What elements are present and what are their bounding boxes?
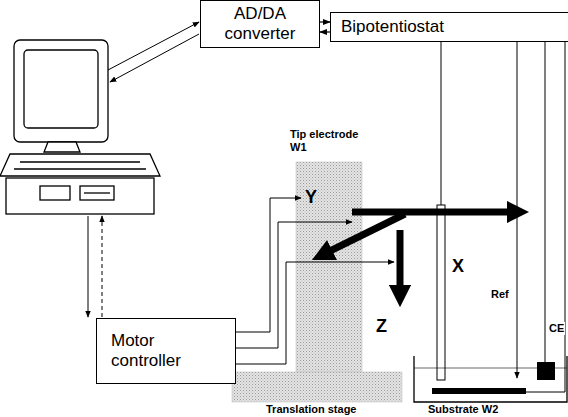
electrode-label: Ref	[490, 288, 510, 301]
electrode-lead	[441, 42, 565, 392]
axis-label: X	[452, 256, 464, 278]
controller-box: Motor controller	[96, 318, 236, 384]
box-label: Motor controller	[111, 331, 221, 372]
part-label: Tip electrode W1	[290, 128, 368, 154]
axis-arrow	[322, 212, 518, 296]
axis-label: Y	[305, 187, 317, 209]
tip-electrode	[437, 205, 445, 380]
stage-column	[296, 162, 362, 372]
counter-electrode	[537, 362, 555, 380]
data-wire	[88, 22, 199, 317]
potentiostat-box: Bipotentiostat	[330, 12, 568, 42]
computer-icon	[0, 40, 160, 214]
axis-label: Z	[376, 316, 387, 338]
part-label: Substrate W2	[428, 403, 498, 416]
box-label: AD/DA converter	[207, 4, 313, 45]
electrochemical-cell	[414, 356, 567, 402]
box-label: Bipotentiostat	[341, 17, 559, 37]
part-label: Translation stage	[266, 403, 356, 416]
signal-arrow	[320, 21, 330, 22]
converter-box: AD/DA converter	[200, 0, 320, 48]
substrate-electrode	[432, 388, 526, 394]
motor-wire	[236, 198, 394, 364]
stage-base	[232, 372, 402, 402]
signal-arrow	[320, 31, 330, 32]
electrode-label: CE	[548, 322, 565, 335]
